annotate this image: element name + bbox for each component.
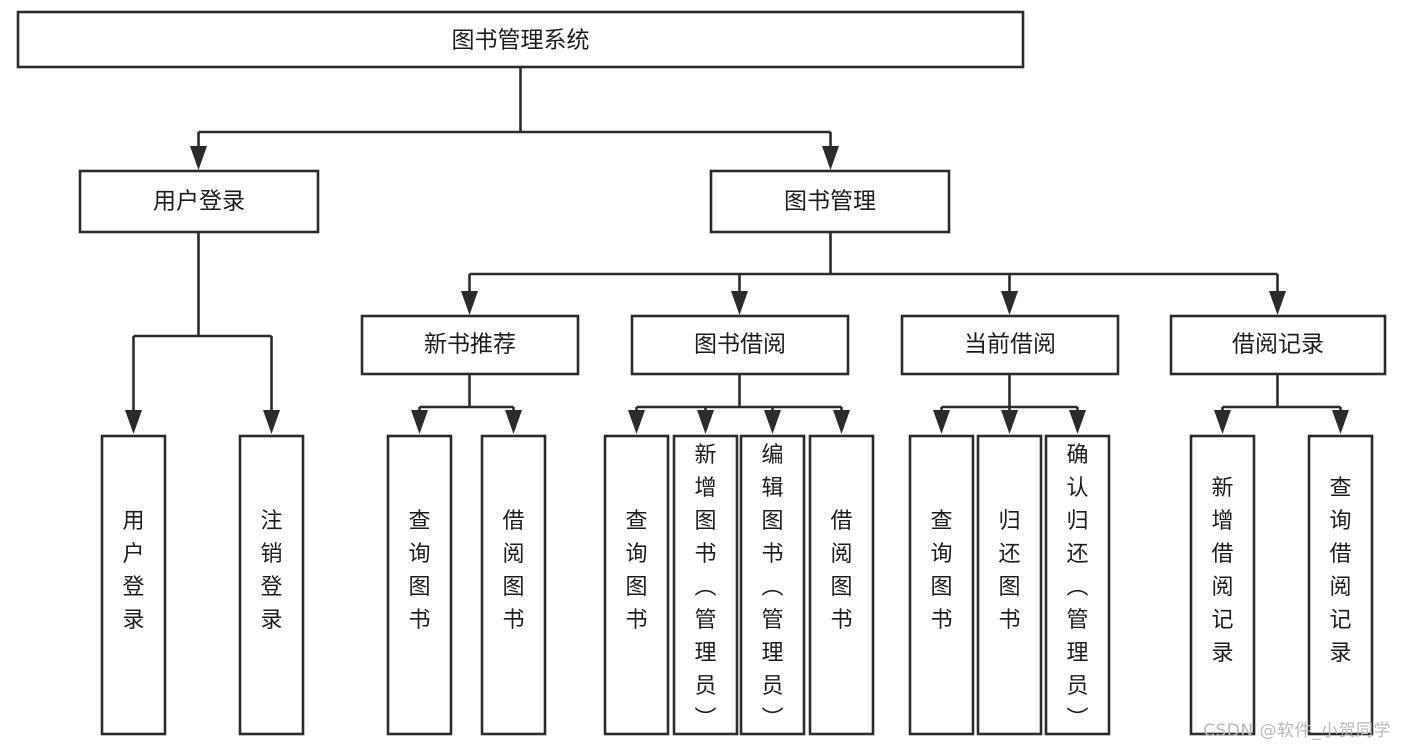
node-borrow-record-label: 借阅记录 — [1232, 332, 1324, 358]
connector-group-root — [190, 67, 839, 170]
connector-group-book-management — [461, 232, 1286, 315]
node-leaf-borrow-book-1[interactable]: 借阅图书 — [480, 434, 547, 736]
node-leaf-add-book-label: 新增图书︵管理员︶ — [694, 443, 716, 732]
node-leaf-return-book[interactable]: 归还图书 — [976, 434, 1043, 736]
arrow-head-user-login — [190, 146, 207, 170]
node-leaf-query-book-2-label: 查询图书 — [625, 509, 647, 633]
node-borrow-record[interactable]: 借阅记录 — [1169, 314, 1387, 376]
arrow-head-leaf-confirm-return — [1069, 410, 1086, 434]
node-leaf-edit-book-box[interactable] — [739, 434, 806, 736]
node-leaf-logout-login-label: 注销登录 — [260, 509, 282, 633]
node-leaf-user-login-label: 用户登录 — [122, 509, 144, 633]
arrow-head-book-management — [822, 146, 839, 170]
node-new-book-recommend-label: 新书推荐 — [424, 332, 516, 358]
node-root-box[interactable] — [16, 10, 1025, 69]
arrow-head-book-borrow — [731, 291, 748, 315]
node-current-borrow[interactable]: 当前借阅 — [900, 314, 1120, 376]
arrow-head-leaf-query-book-1 — [411, 410, 428, 434]
connector-group-book-borrow — [628, 374, 850, 434]
node-leaf-confirm-return-box[interactable] — [1044, 434, 1111, 736]
node-book-borrow[interactable]: 图书借阅 — [630, 314, 850, 376]
node-leaf-add-book-box[interactable] — [672, 434, 739, 736]
connector-group-new-book-recommend — [411, 374, 522, 434]
connector-group-borrow-record — [1214, 374, 1349, 434]
node-root[interactable]: 图书管理系统 — [16, 10, 1025, 69]
node-leaf-query-record[interactable]: 查询借阅记录 — [1307, 434, 1374, 736]
node-borrow-record-box[interactable] — [1169, 314, 1387, 376]
node-leaf-borrow-book-1-box[interactable] — [480, 434, 547, 736]
connector-group-user-login — [125, 232, 280, 434]
node-leaf-query-record-box[interactable] — [1307, 434, 1374, 736]
node-leaf-confirm-return[interactable]: 确认归还︵管理员︶ — [1044, 434, 1111, 736]
node-leaf-query-book-1[interactable]: 查询图书 — [386, 434, 453, 736]
node-leaf-add-record[interactable]: 新增借阅记录 — [1189, 434, 1256, 736]
arrow-head-leaf-logout-login — [263, 410, 280, 434]
node-leaf-query-book-2[interactable]: 查询图书 — [603, 434, 670, 736]
node-current-borrow-box[interactable] — [900, 314, 1120, 376]
node-leaf-borrow-book-2-label: 借阅图书 — [830, 509, 852, 633]
node-leaf-logout-login-box[interactable] — [238, 434, 305, 736]
node-book-borrow-label: 图书借阅 — [694, 332, 786, 358]
arrow-head-leaf-add-book — [697, 410, 714, 434]
node-user-login[interactable]: 用户登录 — [78, 169, 320, 234]
node-new-book-recommend[interactable]: 新书推荐 — [360, 314, 580, 376]
arrow-head-current-borrow — [1001, 291, 1018, 315]
connector-group-current-borrow — [933, 374, 1086, 434]
node-leaf-query-record-label: 查询借阅记录 — [1329, 476, 1351, 666]
arrow-head-leaf-add-record — [1214, 410, 1231, 434]
node-leaf-query-book-2-box[interactable] — [603, 434, 670, 736]
node-leaf-query-book-1-box[interactable] — [386, 434, 453, 736]
node-leaf-query-book-1-label: 查询图书 — [408, 509, 430, 633]
node-leaf-edit-book-label: 编辑图书︵管理员︶ — [761, 443, 783, 732]
node-leaf-user-login-box[interactable] — [100, 434, 167, 736]
node-leaf-query-book-3-label: 查询图书 — [930, 509, 952, 633]
node-leaf-add-record-label: 新增借阅记录 — [1211, 476, 1233, 666]
arrow-head-leaf-query-book-2 — [628, 410, 645, 434]
arrow-head-borrow-record — [1269, 291, 1286, 315]
arrow-head-leaf-query-record — [1332, 410, 1349, 434]
node-user-login-box[interactable] — [78, 169, 320, 234]
node-leaf-return-book-box[interactable] — [976, 434, 1043, 736]
node-leaf-confirm-return-label: 确认归还︵管理员︶ — [1066, 443, 1088, 732]
node-leaf-query-book-3-box[interactable] — [908, 434, 975, 736]
arrow-head-leaf-query-book-3 — [933, 410, 950, 434]
node-leaf-edit-book[interactable]: 编辑图书︵管理员︶ — [739, 434, 806, 736]
node-leaf-add-record-box[interactable] — [1189, 434, 1256, 736]
node-leaf-query-book-3[interactable]: 查询图书 — [908, 434, 975, 736]
node-book-borrow-box[interactable] — [630, 314, 850, 376]
arrow-head-leaf-edit-book — [764, 410, 781, 434]
arrow-head-leaf-borrow-book-2 — [833, 410, 850, 434]
node-new-book-recommend-box[interactable] — [360, 314, 580, 376]
node-leaf-borrow-book-2-box[interactable] — [808, 434, 875, 736]
node-leaf-borrow-book-2[interactable]: 借阅图书 — [808, 434, 875, 736]
node-user-login-label: 用户登录 — [153, 189, 245, 215]
node-root-label: 图书管理系统 — [452, 28, 590, 54]
node-leaf-user-login[interactable]: 用户登录 — [100, 434, 167, 736]
arrow-head-new-book-recommend — [461, 291, 478, 315]
node-book-management[interactable]: 图书管理 — [709, 169, 951, 234]
node-leaf-borrow-book-1-label: 借阅图书 — [502, 509, 524, 633]
node-book-management-box[interactable] — [709, 169, 951, 234]
node-book-management-label: 图书管理 — [784, 189, 876, 215]
arrow-head-leaf-user-login — [125, 410, 142, 434]
node-leaf-logout-login[interactable]: 注销登录 — [238, 434, 305, 736]
arrow-head-leaf-borrow-book-1 — [505, 410, 522, 434]
node-current-borrow-label: 当前借阅 — [964, 332, 1056, 358]
arrow-head-leaf-return-book — [1001, 410, 1018, 434]
node-leaf-add-book[interactable]: 新增图书︵管理员︶ — [672, 434, 739, 736]
node-leaf-return-book-label: 归还图书 — [998, 509, 1020, 633]
